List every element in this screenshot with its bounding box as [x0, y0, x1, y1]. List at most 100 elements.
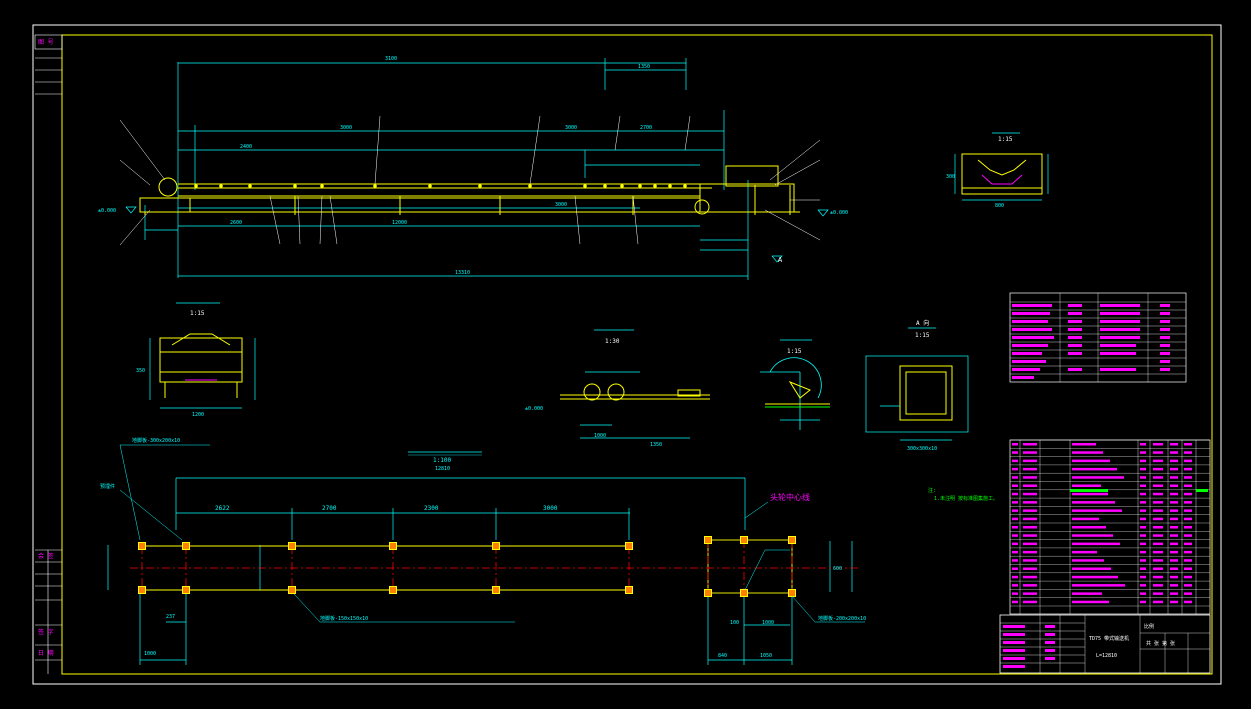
parts-list-cell	[1153, 559, 1163, 562]
parts-list-cell	[1170, 501, 1178, 504]
title-block: TD75 带式输送机 L=12810 比例 共 张 第 张	[999, 614, 1211, 674]
parts-list-cell	[1184, 509, 1192, 512]
parts-list-cell	[1012, 492, 1018, 496]
parts-list-cell	[1140, 517, 1146, 521]
anchor-plate	[788, 536, 796, 544]
elev-dim-top-1: 3100	[385, 56, 397, 62]
parts-list-cell	[1012, 550, 1018, 554]
parts-list-cell	[1170, 542, 1178, 546]
parts-list-cell	[1140, 559, 1146, 562]
plan-right-dim-2: 1050	[760, 653, 772, 659]
parts-list-cell	[1140, 451, 1146, 454]
plan-scale: 1:100	[433, 457, 451, 464]
parts-list-cell	[1012, 542, 1018, 546]
parts-list-cell	[1012, 459, 1018, 463]
parts-list-cell	[1023, 476, 1037, 479]
anchor-plate	[740, 536, 748, 544]
parts-list-cell	[1170, 575, 1178, 579]
parts-list-cell	[1153, 567, 1163, 570]
view-a-scale: 1:15	[915, 332, 930, 339]
section-top-right-scale: 1:15	[998, 136, 1013, 143]
plan-length: 12810	[435, 466, 450, 472]
parts-list-cell	[1184, 484, 1192, 487]
parts-list-cell	[1153, 467, 1163, 471]
parts-list-cell	[1184, 542, 1192, 546]
parts-list-cell	[1140, 592, 1146, 595]
view-marker-a: A	[778, 256, 783, 264]
head-pulley-centerline-label: 头轮中心线	[770, 492, 810, 502]
parts-list-cell	[1153, 501, 1163, 504]
parts-list-cell	[1023, 550, 1037, 554]
note: 注: 1.未注明 按标准图集施工。	[928, 487, 998, 502]
plan-span-1: 2622	[215, 505, 230, 512]
parts-list-cell	[1153, 517, 1163, 521]
parts-list-cell	[1012, 534, 1018, 537]
svg-text:签 字: 签 字	[38, 628, 54, 636]
elev-level-left: ±0.000	[98, 208, 116, 214]
anchor-plate	[182, 586, 190, 594]
parts-list-cell	[1023, 542, 1037, 546]
parts-list-cell	[1170, 534, 1178, 537]
parts-list-cell	[1072, 534, 1113, 537]
parts-list-cell	[1012, 451, 1018, 454]
parts-list-cell	[1184, 501, 1192, 504]
parts-list-cell	[1023, 567, 1037, 570]
elev-dim-mid-3: 3000	[565, 125, 577, 131]
section-left-scale: 1:15	[190, 310, 205, 317]
note-line: 1.未注明 按标准图集施工。	[934, 495, 998, 502]
parts-list-cell	[1140, 501, 1146, 504]
parts-list-cell	[1023, 600, 1037, 604]
parts-list-cell	[1184, 526, 1192, 529]
parts-list-cell	[1184, 467, 1192, 471]
elev-dim-overall: 13310	[455, 270, 470, 276]
parts-list-cell	[1140, 484, 1146, 487]
section-mid-dim: 1000	[594, 433, 606, 439]
parts-list-cell	[1012, 509, 1018, 512]
parts-list-cell	[1012, 592, 1018, 595]
parts-list-cell	[1012, 584, 1018, 587]
parts-list-cell	[1072, 476, 1124, 479]
parts-list-cell	[1184, 584, 1192, 587]
anchor-plate	[138, 542, 146, 550]
plan-left-dim-1: 1000	[144, 651, 156, 657]
parts-list-cell	[1184, 575, 1192, 579]
parts-list-cell	[1170, 443, 1178, 446]
section-top-right-height: 300	[946, 174, 955, 180]
parts-list-cell	[1170, 567, 1178, 570]
parts-list-cell	[1072, 451, 1103, 454]
anchor-plate	[138, 586, 146, 594]
parts-list-cell	[1153, 509, 1163, 512]
anchor-plate	[288, 586, 296, 594]
parts-list-cell	[1153, 443, 1163, 446]
parts-list-cell	[1023, 492, 1037, 496]
parts-list-cell	[1023, 484, 1037, 487]
anchor-plates	[138, 536, 796, 597]
parts-list-cell	[1140, 476, 1146, 479]
parts-list-cell	[1012, 526, 1018, 529]
view-a: A 向 1:15 300x300x10	[865, 319, 969, 452]
parts-list-cell	[1023, 592, 1037, 595]
elev-dim-mid-2: 3000	[340, 125, 352, 131]
parts-list-cell	[1140, 542, 1146, 546]
plan-span-3: 2300	[424, 505, 439, 512]
plan-right-dim-4: 100	[730, 620, 739, 626]
parts-list-cell	[1184, 443, 1192, 446]
elev-dim-mid-4: 2700	[640, 125, 652, 131]
drawing-number: L=12810	[1096, 653, 1117, 659]
parts-list-cell	[1072, 550, 1097, 554]
parts-list-cell	[1023, 459, 1037, 463]
parts-list-cell	[1023, 584, 1037, 587]
anchor-plate	[740, 589, 748, 597]
svg-text:图 号: 图 号	[38, 39, 54, 46]
elev-dim-bottom-1: 2600	[230, 220, 242, 226]
elev-dim-bottom-2: 12000	[392, 220, 407, 226]
left-strip-text: 图 号 会 签 签 字 日 期	[38, 39, 54, 657]
param-table	[1009, 292, 1187, 383]
label-left: 预埋件	[100, 483, 115, 490]
parts-list-cell	[1140, 526, 1146, 529]
parts-list-cell	[1072, 559, 1104, 562]
inner-frame	[61, 34, 1213, 675]
parts-list-cell	[1023, 451, 1037, 454]
plan-right-dim-3: 1000	[762, 620, 774, 626]
